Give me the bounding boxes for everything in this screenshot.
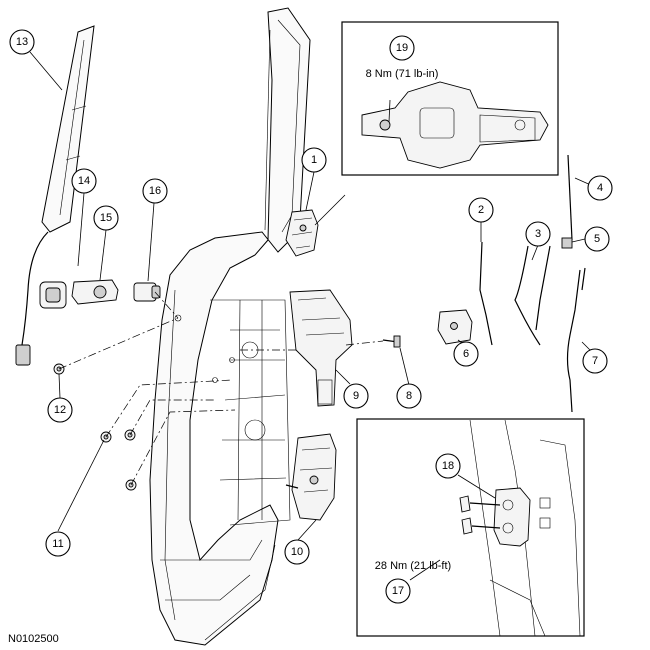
svg-text:4: 4: [597, 182, 603, 194]
callout-18: 18: [435, 453, 461, 479]
callout-3: 3: [525, 221, 551, 247]
torque-spec-bottom: 28 Nm (21 lb-ft): [375, 560, 451, 572]
callout-6: 6: [453, 341, 479, 367]
svg-text:7: 7: [592, 355, 598, 367]
lock-cylinder-assembly: [39, 279, 161, 309]
svg-text:16: 16: [149, 185, 161, 197]
callout-4: 4: [587, 175, 613, 201]
svg-text:2: 2: [478, 204, 484, 216]
svg-text:5: 5: [594, 233, 600, 245]
callout-12: 12: [47, 397, 73, 423]
callout-8: 8: [396, 383, 422, 409]
callout-17: 17: [385, 578, 411, 604]
svg-text:13: 13: [16, 36, 28, 48]
door-shell: [149, 7, 311, 646]
callout-19: 19: [389, 35, 415, 61]
svg-text:14: 14: [78, 175, 90, 187]
svg-text:15: 15: [100, 212, 112, 224]
callout-2: 2: [468, 197, 494, 223]
svg-text:17: 17: [392, 585, 404, 597]
callout-1: 1: [301, 147, 327, 173]
svg-text:11: 11: [52, 538, 63, 550]
callout-16: 16: [142, 178, 168, 204]
handle-bracket: [437, 309, 473, 345]
retaining-pins: [53, 363, 137, 491]
svg-text:1: 1: [311, 154, 317, 166]
svg-text:12: 12: [54, 404, 66, 416]
torque-spec-top: 8 Nm (71 lb-in): [366, 68, 439, 80]
inset-top: [341, 21, 559, 176]
svg-text:6: 6: [463, 348, 469, 360]
callout-14: 14: [71, 168, 97, 194]
alignment-lines: [58, 291, 384, 486]
svg-text:3: 3: [535, 228, 541, 240]
svg-text:8: 8: [406, 390, 412, 402]
bolt: [382, 335, 401, 348]
callout-11: 11: [45, 531, 71, 557]
latch-bracket: [289, 289, 353, 407]
callout-10: 10: [284, 539, 310, 565]
window-run-channel: [15, 25, 95, 366]
inset-bottom: [356, 418, 585, 637]
callout-9: 9: [343, 383, 369, 409]
actuating-rods: [479, 154, 586, 413]
callout-7: 7: [582, 348, 608, 374]
upper-latch-module: [285, 209, 319, 257]
diagram-reference-number: N0102500: [8, 633, 59, 645]
svg-text:9: 9: [353, 390, 359, 402]
svg-text:10: 10: [291, 546, 303, 558]
svg-text:19: 19: [396, 42, 408, 54]
callout-5: 5: [584, 226, 610, 252]
callout-13: 13: [9, 29, 35, 55]
leader-lines: [29, 51, 594, 541]
svg-text:18: 18: [442, 460, 454, 472]
lower-latch: [285, 433, 337, 521]
callout-15: 15: [93, 205, 119, 231]
